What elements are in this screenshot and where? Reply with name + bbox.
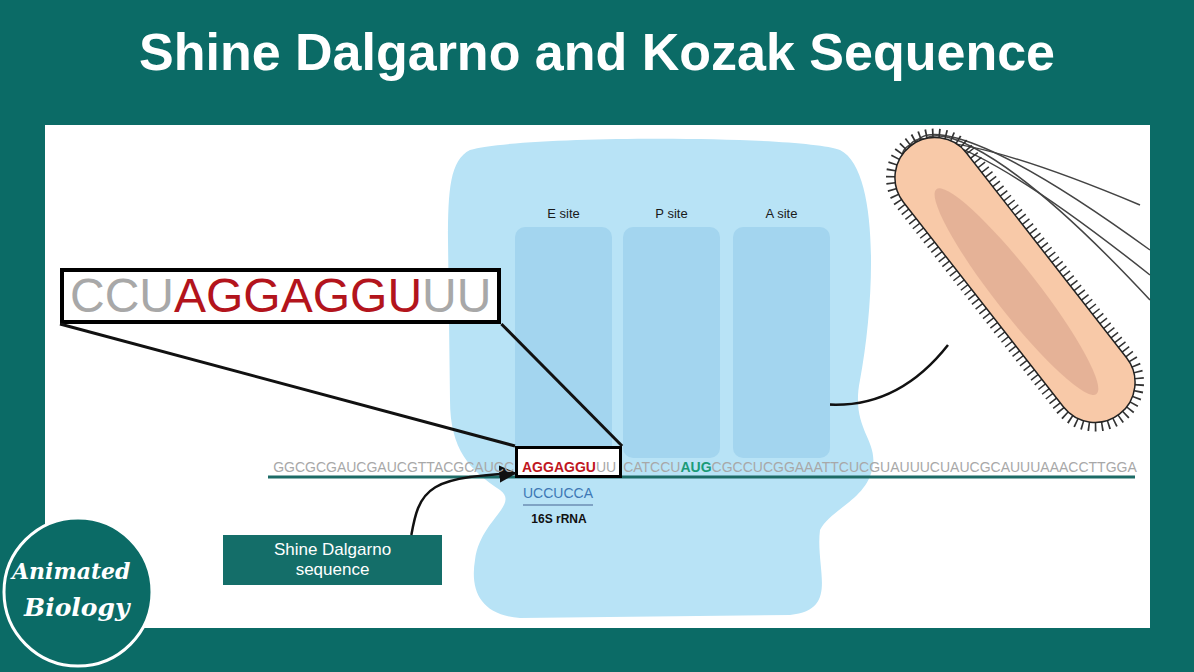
ribosome-site: E site — [515, 203, 612, 458]
mrna-sequence: CATCCU — [623, 459, 680, 475]
site-panel — [733, 227, 830, 458]
site-name: P site — [623, 203, 720, 225]
mrna-sequence: GGCGCGAUCGAUCGTTACGCAUCC — [273, 459, 514, 475]
rrna-sequence: UCCUCCA — [523, 485, 593, 506]
mrna-strand — [268, 476, 1135, 479]
logo-text: Biology — [24, 594, 129, 622]
start-codon: AUG — [680, 459, 711, 475]
label-text: Shine Dalgarno sequence — [258, 540, 408, 580]
sequence-text: UU — [422, 273, 491, 319]
logo-text: Animated — [12, 558, 131, 584]
sequence-highlight-box: AGGAGGUUU — [515, 446, 622, 478]
sequence-text: AGGAGGU — [174, 273, 422, 319]
ribosome — [448, 139, 873, 618]
pointer-arrow — [411, 473, 515, 535]
site-panel — [623, 227, 720, 458]
zoom-leader-line — [60, 324, 515, 446]
zoom-leader-line — [501, 324, 622, 446]
cell-shading — [919, 176, 1114, 408]
pili — [879, 121, 1151, 438]
rrna-name: 16S rRNA — [531, 512, 586, 526]
page-title: Shine Dalgarno and Kozak Sequence — [0, 22, 1194, 82]
cell-body — [879, 121, 1151, 438]
sequence-text: UU — [596, 459, 616, 475]
zoom-callout-box: CCUAGGAGGUUU — [60, 268, 501, 324]
ribosome-site: P site — [623, 203, 720, 458]
mrna-sequence: CGCCUCGGAAATTCUCGUAUUUCUAUCGCAUUUAAACCTT… — [712, 459, 1137, 475]
ribosome-site: A site — [733, 203, 830, 458]
sequence-text: CCU — [70, 273, 174, 319]
bacterium — [790, 121, 1151, 438]
label-box: Shine Dalgarno sequence — [223, 535, 442, 585]
logo-badge — [4, 518, 152, 666]
site-name: A site — [733, 203, 830, 225]
site-panel — [515, 227, 612, 458]
site-name: E site — [515, 203, 612, 225]
sequence-text: AGGAGGU — [522, 459, 596, 475]
